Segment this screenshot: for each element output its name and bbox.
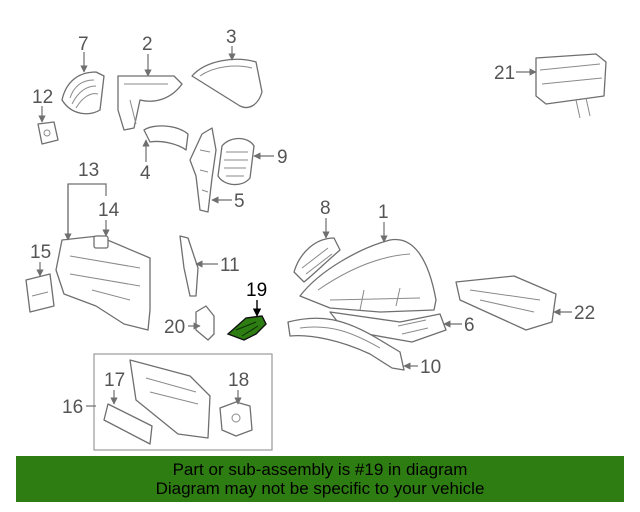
part-12-clip[interactable] bbox=[37, 121, 59, 145]
part-5-bracket[interactable] bbox=[189, 127, 217, 213]
part-13-lower-dash-panel[interactable] bbox=[55, 235, 151, 331]
callout-10[interactable]: 10 bbox=[420, 357, 441, 378]
part-9-right-vent[interactable] bbox=[217, 137, 255, 186]
part-4-trim[interactable] bbox=[143, 125, 189, 151]
sub-assembly-16-box bbox=[93, 353, 273, 451]
callout-15[interactable]: 15 bbox=[30, 242, 51, 263]
part-22-support-tray[interactable] bbox=[455, 275, 557, 331]
exploded-parts-diagram: 7 2 3 12 4 9 5 21 13 14 15 11 20 19 8 1 … bbox=[25, 27, 607, 451]
callout-18[interactable]: 18 bbox=[228, 370, 249, 391]
part-1-instrument-panel[interactable] bbox=[299, 238, 437, 313]
banner-line-1: Part or sub-assembly is #19 in diagram bbox=[172, 460, 468, 479]
callout-5[interactable]: 5 bbox=[234, 191, 245, 212]
banner-line-2: Diagram may not be specific to your vehi… bbox=[155, 479, 485, 498]
part-18-latch[interactable] bbox=[219, 401, 253, 437]
part-7-side-vent[interactable] bbox=[61, 71, 105, 115]
callout-21[interactable]: 21 bbox=[494, 63, 515, 84]
callout-3[interactable]: 3 bbox=[226, 27, 237, 48]
part-21-airbag-module[interactable] bbox=[535, 53, 607, 119]
part-8-center-vent[interactable] bbox=[293, 237, 341, 283]
part-14-clip[interactable] bbox=[93, 235, 109, 249]
part-20-bracket[interactable] bbox=[195, 305, 215, 341]
callout-9[interactable]: 9 bbox=[277, 147, 288, 168]
part-3-top-panel[interactable] bbox=[191, 58, 263, 109]
callout-11[interactable]: 11 bbox=[220, 255, 240, 276]
callout-14[interactable]: 14 bbox=[98, 200, 120, 221]
callout-4[interactable]: 4 bbox=[140, 163, 151, 184]
callout-1[interactable]: 1 bbox=[378, 202, 389, 223]
part-19-highlighted-bracket[interactable] bbox=[226, 315, 267, 341]
callout-12[interactable]: 12 bbox=[32, 87, 53, 108]
part-15-side-cover[interactable] bbox=[25, 273, 55, 313]
callout-13[interactable]: 13 bbox=[78, 160, 99, 181]
part-16-glove-box-assembly[interactable] bbox=[129, 359, 211, 439]
callout-2[interactable]: 2 bbox=[142, 34, 153, 55]
callout-16[interactable]: 16 bbox=[62, 397, 83, 418]
callout-17[interactable]: 17 bbox=[104, 370, 125, 391]
callout-6[interactable]: 6 bbox=[464, 315, 475, 336]
callout-7[interactable]: 7 bbox=[78, 34, 89, 55]
part-11-bracket[interactable] bbox=[179, 235, 199, 297]
part-info-banner: Part or sub-assembly is #19 in diagram D… bbox=[16, 456, 624, 502]
callout-8[interactable]: 8 bbox=[320, 198, 331, 219]
part-10-console-tray[interactable] bbox=[287, 317, 405, 371]
part-2-upper-cover[interactable] bbox=[117, 75, 183, 131]
callout-20[interactable]: 20 bbox=[164, 317, 185, 338]
part-17-pocket[interactable] bbox=[103, 403, 153, 445]
callout-19[interactable]: 19 bbox=[246, 280, 267, 301]
callout-22[interactable]: 22 bbox=[574, 303, 595, 324]
